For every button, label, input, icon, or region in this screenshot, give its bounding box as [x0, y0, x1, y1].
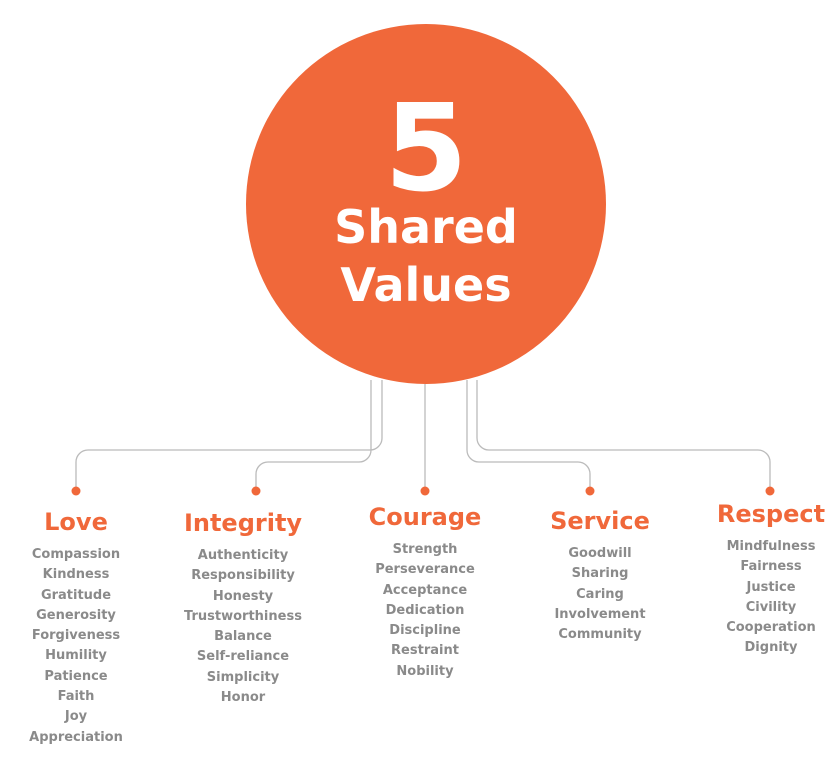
value-item: Forgiveness [31, 628, 121, 644]
value-item: Responsibility [191, 568, 295, 584]
headline-number: 5 [384, 80, 468, 219]
value-item: Acceptance [382, 582, 468, 598]
value-column-courage: Courage Strength Perseverance Acceptance… [340, 502, 510, 682]
dot-courage [420, 486, 430, 496]
value-item: Discipline [389, 623, 461, 639]
headline-line-2: Values [340, 258, 512, 312]
value-item: Honor [220, 690, 266, 706]
value-item: Strength [392, 542, 458, 557]
value-title: Service [550, 507, 650, 535]
value-item: Faith [57, 689, 95, 705]
value-title: Respect [716, 500, 826, 528]
dot-respect [765, 486, 775, 496]
value-item: Goodwill [568, 546, 632, 561]
value-title: Love [44, 508, 108, 536]
value-item: Joy [64, 709, 88, 725]
headline-line-1: Shared [334, 200, 518, 254]
value-item: Balance [214, 629, 272, 645]
value-item: Kindness [42, 567, 110, 583]
value-item: Involvement [554, 606, 646, 622]
value-column-integrity: Integrity Authenticity Responsibility Ho… [158, 508, 328, 708]
value-item: Appreciation [29, 729, 123, 745]
value-item: Humility [45, 648, 107, 664]
headline-circle: 5 Shared Values [246, 24, 606, 384]
value-item: Honesty [212, 588, 274, 604]
value-item: Restraint [391, 643, 459, 659]
value-item: Fairness [740, 559, 802, 575]
value-title: Courage [368, 503, 482, 531]
value-column-respect: Respect Mindfulness Fairness Justice Civ… [686, 499, 838, 659]
value-item: Self-reliance [196, 649, 290, 665]
value-item: Generosity [36, 607, 116, 623]
value-item: Trustworthiness [184, 608, 302, 624]
value-column-service: Service Goodwill Sharing Caring Involvem… [515, 506, 685, 645]
value-item: Perseverance [375, 562, 475, 578]
value-item: Justice [746, 579, 796, 595]
value-item: Caring [576, 586, 624, 602]
value-item: Dignity [744, 640, 798, 656]
value-item: Civility [745, 599, 797, 615]
connector-integrity [255, 380, 372, 491]
dot-love [71, 486, 81, 496]
value-column-love: Love Compassion Kindness Gratitude Gener… [0, 507, 161, 748]
connector-service [466, 380, 591, 491]
connector-respect [476, 380, 771, 491]
dot-integrity [251, 486, 261, 496]
value-item: Simplicity [206, 669, 280, 685]
value-item: Gratitude [40, 587, 112, 603]
value-item: Dedication [385, 602, 465, 618]
dot-service [585, 486, 595, 496]
value-item: Cooperation [726, 620, 816, 636]
value-item: Authenticity [197, 548, 289, 563]
value-item: Community [558, 627, 642, 643]
value-item: Patience [44, 668, 108, 684]
value-item: Nobility [396, 663, 454, 679]
value-title: Integrity [183, 509, 303, 537]
value-item: Sharing [571, 566, 629, 582]
value-item: Mindfulness [726, 539, 816, 554]
value-item: Compassion [31, 547, 121, 562]
connector-love [75, 380, 383, 491]
